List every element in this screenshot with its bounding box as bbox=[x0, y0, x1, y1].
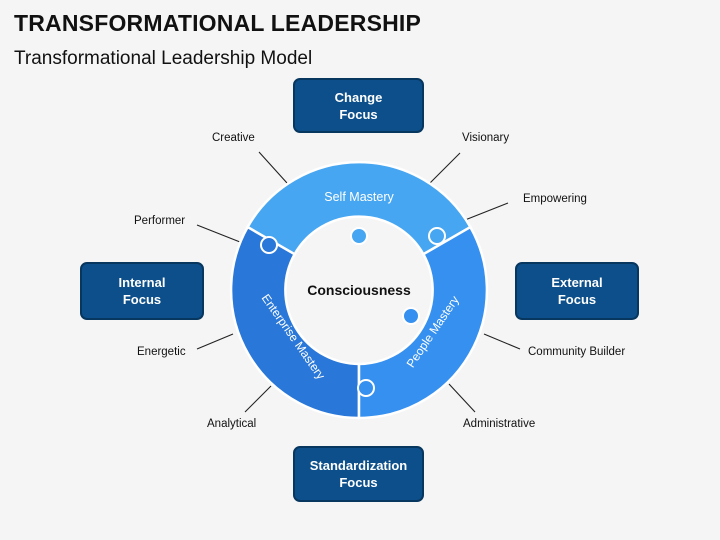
puzzle-tab-self-right bbox=[428, 227, 446, 245]
people-mastery-segment bbox=[357, 225, 489, 420]
trait-empowering: Empowering bbox=[523, 193, 587, 205]
connector-lines bbox=[196, 151, 521, 413]
puzzle-tab-people-bottom bbox=[357, 379, 375, 397]
line-visionary bbox=[429, 152, 461, 184]
trait-visionary: Visionary bbox=[462, 132, 510, 144]
line-analytical bbox=[244, 385, 272, 413]
change-focus-line1: Change bbox=[334, 89, 383, 105]
page-title: TRANSFORMATIONAL LEADERSHIP bbox=[14, 10, 422, 36]
internal-focus-line1: Internal bbox=[118, 275, 166, 290]
trait-creative: Creative bbox=[212, 132, 255, 144]
trait-administrative: Administrative bbox=[463, 418, 536, 430]
line-energetic bbox=[196, 333, 234, 350]
self-mastery-label: Self Mastery bbox=[324, 190, 394, 204]
standardization-focus-line1: Standardization bbox=[309, 458, 408, 473]
trait-energetic: Energetic bbox=[137, 346, 186, 358]
puzzle-tab-enterprise-top bbox=[260, 236, 278, 254]
center-label: Consciousness bbox=[307, 282, 411, 298]
standardization-focus-box: Standardization Focus bbox=[293, 446, 424, 502]
trait-analytical: Analytical bbox=[207, 418, 257, 430]
line-creative bbox=[258, 151, 288, 184]
puzzle-tab-self-inner bbox=[350, 227, 368, 245]
page-subtitle: Transformational Leadership Model bbox=[14, 48, 313, 69]
self-mastery-segment bbox=[245, 160, 473, 256]
line-administrative bbox=[448, 383, 476, 413]
enterprise-mastery-segment bbox=[229, 225, 361, 420]
line-empowering bbox=[464, 202, 509, 221]
trait-performer: Performer bbox=[134, 215, 186, 227]
external-focus-line2: Focus bbox=[557, 292, 597, 307]
internal-focus-box: Internal Focus bbox=[80, 262, 204, 320]
external-focus-line1: External bbox=[551, 275, 603, 290]
change-focus-box: Change Focus bbox=[293, 78, 424, 133]
change-focus-line2: Focus bbox=[339, 106, 378, 122]
line-performer bbox=[196, 224, 241, 243]
trait-community-builder: Community Builder bbox=[528, 346, 626, 358]
external-focus-box: External Focus bbox=[515, 262, 639, 320]
standardization-focus-line2: Focus bbox=[339, 475, 378, 490]
line-community bbox=[483, 333, 521, 350]
internal-focus-line2: Focus bbox=[122, 292, 162, 307]
puzzle-tab-people-inner bbox=[402, 307, 420, 325]
